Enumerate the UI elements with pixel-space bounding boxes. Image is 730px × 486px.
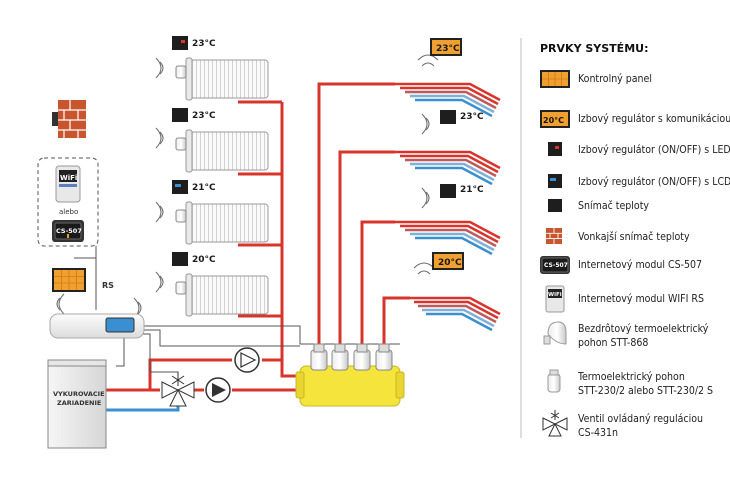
floor-loop-2 [395, 150, 501, 186]
legend-badge-temp: 20°C [543, 116, 564, 125]
radiator-3-temp: 21°C [192, 183, 216, 193]
room-regulator-communication-2 [432, 252, 464, 270]
legend-title: PRVKY SYSTÉMU: [540, 42, 648, 55]
legend-icon-temperature-sensor [548, 199, 562, 212]
legend-text-room-regulator-led: Izbový regulátor (ON/OFF) s LED [578, 144, 730, 156]
legend-text-wireless-actuator-1: Bezdrôtový termoelektrický [578, 323, 709, 335]
temperature-sensor-2 [172, 252, 188, 266]
manifold-actuators [310, 343, 393, 371]
control-wires [74, 246, 400, 378]
floor-loop-1 [395, 82, 501, 118]
cs507-module-icon [52, 220, 84, 242]
radiator-4 [185, 273, 269, 317]
legend-text-mixing-valve-2: CS-431n [578, 427, 618, 439]
wifi-label: WiFi [60, 174, 77, 182]
legend-icon-room-regulator-led [548, 142, 562, 156]
wifi-module-icon [55, 165, 81, 203]
legend-icon-cs507-module [540, 256, 570, 274]
boiler-label-1: VYKUROVACIE [53, 390, 105, 398]
legend-icon-wireless-actuator [543, 321, 567, 345]
floor-4-panel-temp: 20°C [438, 258, 462, 268]
boiler [47, 359, 107, 449]
legend-icon-mixing-valve [542, 410, 568, 437]
legend-text-temperature-sensor: Snímač teploty [578, 200, 649, 212]
legend-text-control-panel: Kontrolný panel [578, 73, 652, 85]
radiator-actuators [175, 65, 187, 295]
outdoor-sensor-icon [52, 100, 86, 138]
legend-text-room-regulator-lcd: Izbový regulátor (ON/OFF) s LCD [578, 176, 730, 188]
main-controller [49, 313, 145, 339]
legend-text-wifi-module: Internetový modul WIFI RS [578, 293, 704, 305]
floor-2-temp: 23°C [460, 112, 484, 122]
radiator-4-temp: 20°C [192, 255, 216, 265]
legend-badge-cs507: CS-507 [544, 262, 568, 269]
legend-icon-outdoor-sensor [546, 228, 562, 244]
control-panel-icon [52, 268, 86, 292]
radiator-2-temp: 23°C [192, 111, 216, 121]
legend-text-room-regulator-communication: Izbový regulátor s komunikáciou [578, 113, 730, 125]
radiator-1 [185, 57, 269, 101]
legend-text-outdoor-sensor: Vonkajší snímač teploty [578, 231, 690, 243]
temperature-sensor-1 [172, 108, 188, 122]
legend-text-thermo-actuator-2: STT-230/2 alebo STT-230/2 S [578, 385, 713, 397]
radiator-1-temp: 23°C [192, 39, 216, 49]
pump-radiators [234, 347, 260, 373]
manifold [295, 365, 405, 407]
legend-icon-control-panel [540, 70, 570, 88]
floor-loop-4 [410, 296, 501, 332]
room-regulator-lcd-1 [172, 180, 188, 194]
alebo-label: alebo [59, 208, 78, 216]
cs507-label: CS-507 [56, 227, 82, 235]
legend-icon-room-regulator-lcd [548, 174, 562, 188]
temperature-sensor-3 [440, 110, 456, 124]
boiler-label-2: ZARIADENIE [57, 399, 101, 407]
return-pipes [104, 403, 180, 412]
pump-floor [205, 377, 231, 403]
radiator-2 [185, 129, 269, 173]
room-regulator-led-1 [172, 36, 188, 50]
rs-label: RS [102, 281, 114, 290]
radiator-3 [185, 201, 269, 245]
legend-text-thermo-actuator-1: Termoelektrický pohon [577, 371, 685, 383]
legend-icon-thermo-actuator [547, 369, 561, 393]
floor-1-panel-temp: 23°C [436, 44, 460, 54]
legend-icon-wifi-module [545, 285, 565, 313]
room-regulator-communication-1 [430, 38, 462, 56]
legend-text-cs507-module: Internetový modul CS-507 [578, 259, 702, 271]
floor-3-temp: 21°C [460, 185, 484, 195]
legend-text-wireless-actuator-2: pohon STT-868 [578, 337, 648, 349]
legend-text-mixing-valve-1: Ventil ovládaný reguláciou [578, 413, 703, 425]
mixing-valve-icon [161, 372, 195, 407]
legend-badge-wifi: WiFi [548, 292, 562, 298]
floor-loop-3 [395, 220, 501, 256]
legend-icon-room-regulator-communication [540, 110, 570, 128]
temperature-sensor-4 [440, 184, 456, 198]
module-options-box [37, 157, 99, 247]
